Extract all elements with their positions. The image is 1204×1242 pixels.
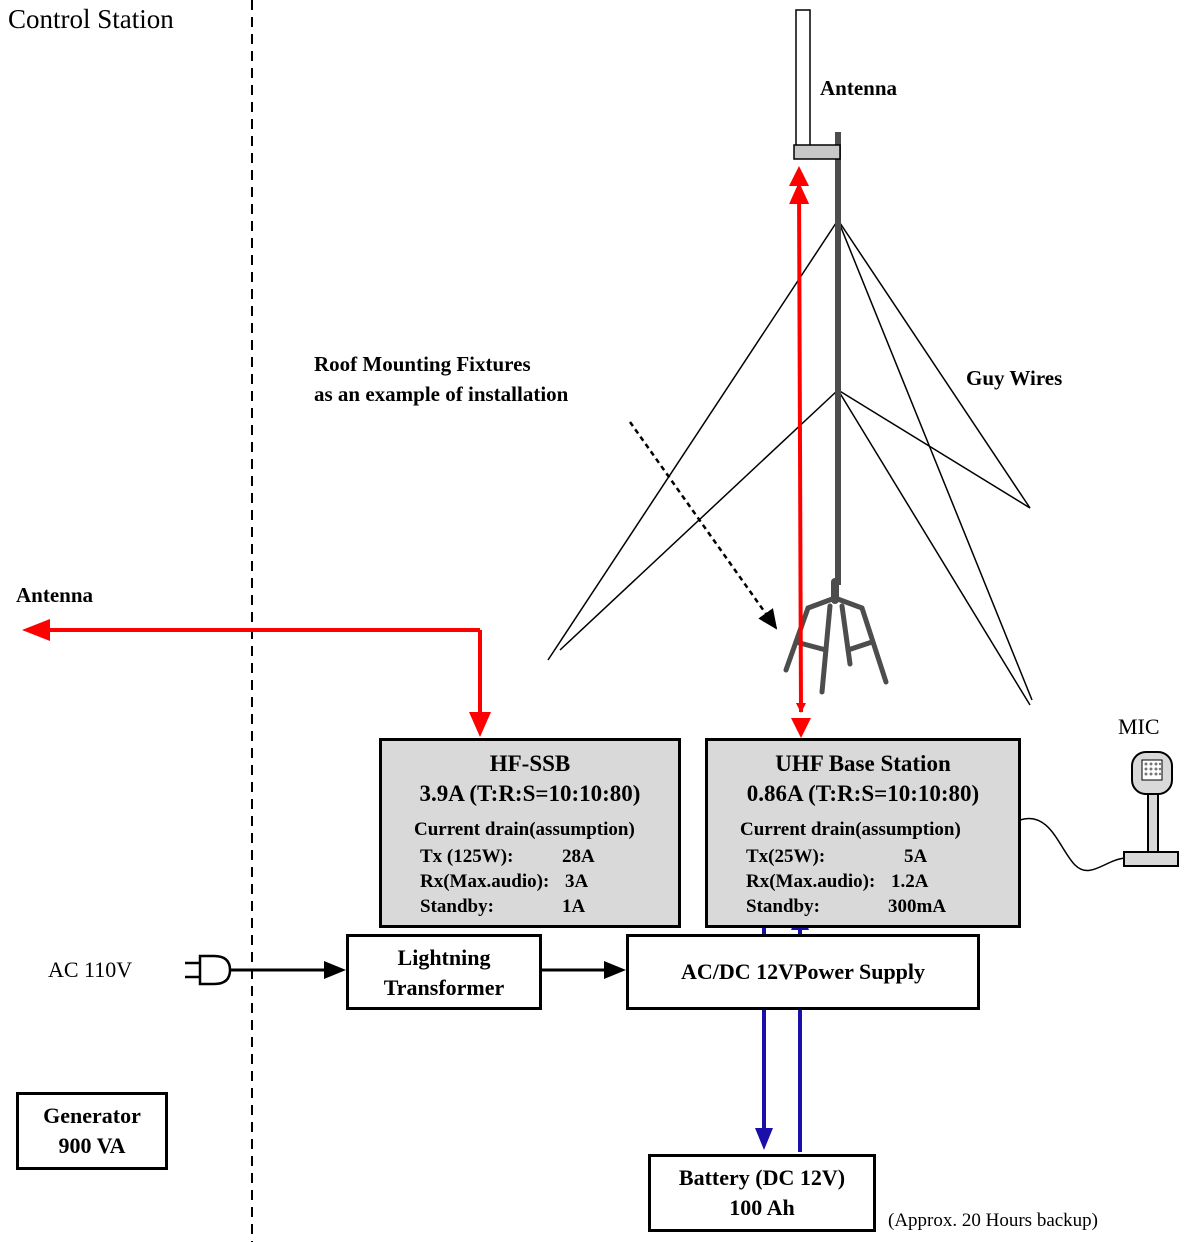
hf-ssb-rx-value: 3A: [565, 871, 589, 892]
mic-label: MIC: [1118, 714, 1160, 739]
power-supply-box: AC/DC 12VPower Supply: [626, 934, 980, 1010]
battery-line2: 100 Ah: [729, 1195, 795, 1220]
guy-wires: [547, 219, 1033, 706]
uhf-feed-arrowhead-top: [789, 166, 809, 186]
ac-plug-icon: [185, 954, 232, 986]
antenna-mast-icon: [793, 9, 841, 585]
uhf-average-current: 0.86A (T:R:S=10:10:80): [746, 781, 980, 806]
antenna-top-label: Antenna: [820, 76, 898, 100]
hf-down-arrowhead: [469, 712, 491, 737]
generator-box: Generator 900 VA: [16, 1092, 168, 1170]
hf-ssb-tx-label: Tx (125W):: [420, 846, 514, 867]
lightning-line1: Lightning: [397, 945, 491, 970]
uhf-feed-arrowhead-bottom: [791, 718, 811, 738]
generator-line1: Generator: [43, 1103, 141, 1128]
battery-line1: Battery (DC 12V): [678, 1165, 846, 1190]
ac-110v-label: AC 110V: [48, 957, 133, 982]
uhf-title: UHF Base Station: [775, 751, 951, 776]
uhf-standby-label: Standby:: [746, 896, 820, 917]
hf-ssb-rx-label: Rx(Max.audio):: [420, 871, 550, 892]
uhf-rx-label: Rx(Max.audio):: [746, 871, 876, 892]
hf-ssb-title: HF-SSB: [489, 751, 571, 776]
battery-box: Battery (DC 12V) 100 Ah: [648, 1154, 876, 1232]
hf-ssb-tx-value: 28A: [562, 846, 595, 867]
lightning-to-ps-arrowhead: [604, 961, 626, 979]
roof-note-line2: as an example of installation: [314, 382, 569, 406]
uhf-base-station-box: UHF Base Station 0.86A (T:R:S=10:10:80) …: [705, 738, 1021, 928]
hf-ssb-standby-label: Standby:: [420, 896, 494, 917]
ps-to-battery-arrowhead: [755, 1128, 773, 1150]
hf-ssb-box: HF-SSB 3.9A (T:R:S=10:10:80) Current dra…: [379, 738, 681, 928]
roof-note-pointer-arrow: [628, 421, 778, 630]
power-supply-label: AC/DC 12VPower Supply: [680, 959, 926, 984]
uhf-standby-value: 300mA: [888, 896, 947, 917]
antenna-left-label: Antenna: [16, 583, 94, 607]
hf-ssb-drain-header: Current drain(assumption): [414, 819, 635, 840]
ac-to-lightning-arrowhead: [324, 961, 346, 979]
generator-line2: 900 VA: [58, 1133, 126, 1158]
control-station-label: Control Station: [8, 4, 174, 34]
hf-left-arrowhead: [22, 619, 50, 641]
roof-note-line1: Roof Mounting Fixtures: [314, 352, 531, 376]
uhf-antenna-feed-line: [789, 182, 810, 713]
backup-note: (Approx. 20 Hours backup): [888, 1210, 1099, 1231]
hf-ssb-standby-value: 1A: [562, 896, 586, 917]
uhf-tx-value: 5A: [904, 846, 928, 867]
guy-wires-label: Guy Wires: [966, 366, 1063, 390]
microphone-icon: [1123, 751, 1179, 867]
lightning-line2: Transformer: [383, 975, 505, 1000]
uhf-tx-label: Tx(25W):: [746, 846, 826, 867]
uhf-rx-value: 1.2A: [891, 871, 929, 892]
lightning-transformer-box: Lightning Transformer: [346, 934, 542, 1010]
uhf-drain-header: Current drain(assumption): [740, 819, 961, 840]
mic-cable: [1019, 817, 1126, 872]
hf-ssb-average-current: 3.9A (T:R:S=10:10:80): [419, 781, 641, 806]
